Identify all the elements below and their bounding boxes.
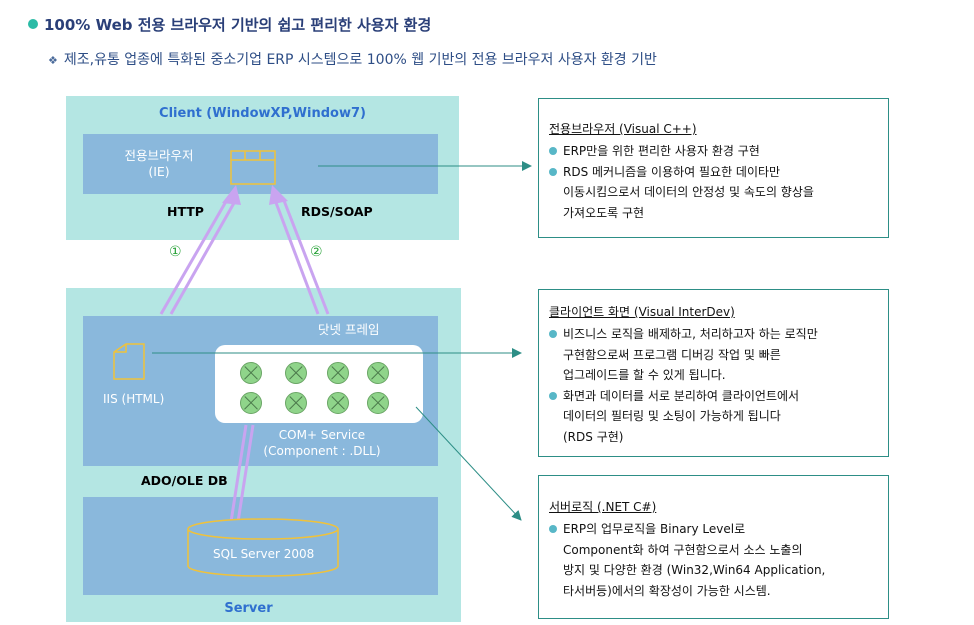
client-screen-description-box: 클라이언트 화면 (Visual InterDev) 비즈니스 로직을 배제하고… — [538, 289, 889, 457]
dotnet-frame-label: 닷넷 프레임 — [318, 322, 380, 337]
ado-ole-db-label: ADO/OLE DB — [141, 473, 228, 488]
ado-connector — [229, 424, 255, 523]
box-line: RDS 메커니즘을 이용하여 필요한 데이타만 — [549, 162, 878, 183]
browser-window-icon — [230, 150, 276, 185]
component-circle-x-icon — [285, 362, 307, 384]
box-line: Component화 하여 구현함으로서 소스 노출의 — [563, 542, 803, 557]
component-circle-x-icon — [327, 362, 349, 384]
component-circle-x-icon — [285, 392, 307, 414]
iis-label: IIS (HTML) — [103, 392, 165, 406]
box-line: 데이터의 필터링 및 소팅이 가능하게 됩니다 — [563, 409, 781, 423]
arrow-2-number: ② — [310, 244, 323, 260]
bullet-dot-icon — [549, 167, 557, 176]
bullet-dot-icon — [549, 330, 557, 338]
page-title-text: 100% Web 전용 브라우저 기반의 쉽고 편리한 사용자 환경 — [44, 16, 432, 34]
com-service-label: COM+ Service (Component : .DLL) — [263, 428, 381, 458]
bullet-dot-icon — [549, 525, 557, 533]
component-circle-x-icon — [327, 392, 349, 414]
box-line: 타서버등)에서의 확장성이 가능한 시스템. — [563, 583, 771, 598]
server-label: Server — [224, 601, 273, 616]
box-line: 가져오도록 구현 — [563, 205, 645, 220]
component-circle-x-icon — [367, 362, 389, 384]
browser-label: 전용브라우저 (IE) — [124, 148, 194, 179]
client-label: Client (WindowXP,Window7) — [159, 106, 366, 121]
sql-server-label: SQL Server 2008 — [213, 547, 315, 561]
page-title: 100% Web 전용 브라우저 기반의 쉽고 편리한 사용자 환경 — [28, 14, 431, 35]
box-line: 비즈니스 로직을 배제하고, 처리하고자 하는 로직만 — [549, 324, 878, 345]
box-title: 클라이언트 화면 (Visual InterDev) — [549, 305, 735, 319]
http-label: HTTP — [167, 204, 204, 219]
box-line: (RDS 구현) — [563, 429, 624, 444]
box-line: 방지 및 다양한 환경 (Win32,Win64 Application, — [563, 563, 826, 577]
box-line: 이동시킴으로서 데이터의 안정성 및 속도의 향상을 — [563, 185, 814, 199]
document-icon — [113, 343, 145, 380]
title-bullet-icon — [28, 19, 38, 29]
component-circle-x-icon — [240, 362, 262, 384]
box-line: ERP만을 위한 편리한 사용자 환경 구현 — [549, 141, 878, 162]
box-line: ERP의 업무로직을 Binary Level로 — [549, 519, 878, 540]
box-line: 구현함으로써 프로그램 디버깅 작업 및 빠른 — [563, 347, 781, 362]
subtitle-bullet-icon: ❖ — [48, 54, 58, 67]
server-logic-connector — [415, 406, 522, 521]
bullet-dot-icon — [549, 147, 557, 155]
box-line: 업그레이드를 할 수 있게 됩니다. — [563, 368, 726, 382]
component-circle-x-icon — [240, 392, 262, 414]
component-circle-x-icon — [367, 392, 389, 414]
box-title: 전용브라우저 (Visual C++) — [549, 122, 697, 136]
rds-soap-arrow — [269, 185, 330, 315]
arrow-1-number: ① — [169, 244, 182, 260]
http-arrow — [159, 185, 241, 315]
server-logic-description-box: 서버로직 (.NET C#) ERP의 업무로직을 Binary Level로 … — [538, 475, 889, 619]
browser-description-box: 전용브라우저 (Visual C++) ERP만을 위한 편리한 사용자 환경 … — [538, 98, 889, 238]
rds-soap-label: RDS/SOAP — [301, 204, 373, 219]
box-line: 화면과 데이터를 서로 분리하여 클라이언트에서 — [549, 386, 878, 407]
page-subtitle-text: 제조,유통 업종에 특화된 중소기업 ERP 시스템으로 100% 웹 기반의 … — [63, 52, 657, 68]
box-title: 서버로직 (.NET C#) — [549, 500, 657, 514]
page-subtitle: ❖ 제조,유통 업종에 특화된 중소기업 ERP 시스템으로 100% 웹 기반의… — [48, 49, 657, 69]
database-icon — [187, 518, 339, 577]
bullet-dot-icon — [549, 391, 557, 400]
